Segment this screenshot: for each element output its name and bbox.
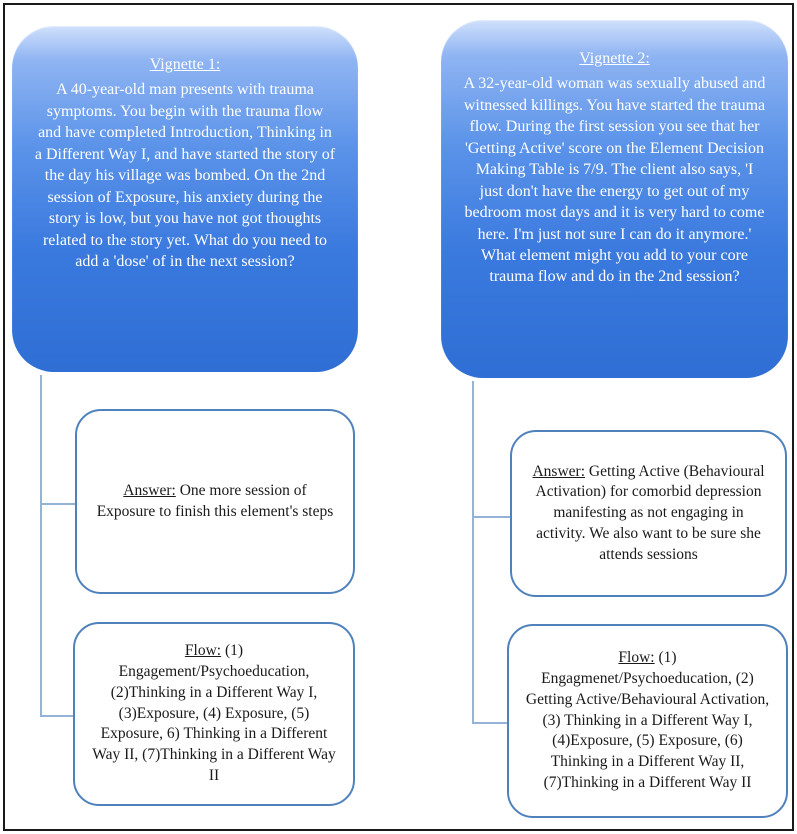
vignette1-answer-label: Answer: xyxy=(123,481,176,499)
vignette1-flow-body: (1) Engagement/Psychoeducation, (2)Think… xyxy=(92,642,336,784)
vignette2-answer-text: Answer: Getting Active (Behavioural Acti… xyxy=(528,462,769,566)
vignette2-flow-text: Flow: (1) Engagmenet/Psychoeducation, (2… xyxy=(525,648,770,793)
vignette2-box: Vignette 2: A 32-year-old woman was sexu… xyxy=(441,20,788,378)
connector-line-right-answer xyxy=(472,516,513,518)
vignette1-flow-box: Flow: (1) Engagement/Psychoeducation, (2… xyxy=(73,622,355,806)
vignette2-flow-box: Flow: (1) Engagmenet/Psychoeducation, (2… xyxy=(507,624,788,818)
vignette1-answer-body: One more session of Exposure to finish t… xyxy=(96,481,334,520)
vignette2-answer-label: Answer: xyxy=(532,462,586,480)
vignette2-answer-box: Answer: Getting Active (Behavioural Acti… xyxy=(510,430,787,597)
vignette2-flow-label: Flow: xyxy=(618,649,655,667)
figure-frame: Vignette 1: A 40-year-old man presents w… xyxy=(3,3,794,831)
vignette2-flow-body: (1) Engagmenet/Psychoeducation, (2) Gett… xyxy=(525,649,770,791)
connector-line-left-answer xyxy=(40,503,78,505)
vignette1-box: Vignette 1: A 40-year-old man presents w… xyxy=(12,26,358,372)
connector-line-left-flow xyxy=(40,715,76,717)
connector-line-left-vertical xyxy=(40,375,42,717)
vignette2-body: A 32-year-old woman was sexually abused … xyxy=(463,75,766,286)
vignette1-flow-text: Flow: (1) Engagement/Psychoeducation, (2… xyxy=(91,641,337,786)
vignette1-title: Vignette 1: xyxy=(149,56,221,73)
connector-line-right-vertical xyxy=(472,381,474,724)
vignette2-title: Vignette 2: xyxy=(579,50,650,67)
vignette2-answer-body: Getting Active (Behavioural Activation) … xyxy=(535,462,765,563)
connector-line-right-flow xyxy=(472,722,510,724)
vignette1-answer-text: Answer: One more session of Exposure to … xyxy=(93,481,337,523)
vignette1-answer-box: Answer: One more session of Exposure to … xyxy=(75,409,355,594)
vignette1-body: A 40-year-old man presents with trauma s… xyxy=(34,81,336,270)
vignette1-flow-label: Flow: xyxy=(184,642,222,660)
